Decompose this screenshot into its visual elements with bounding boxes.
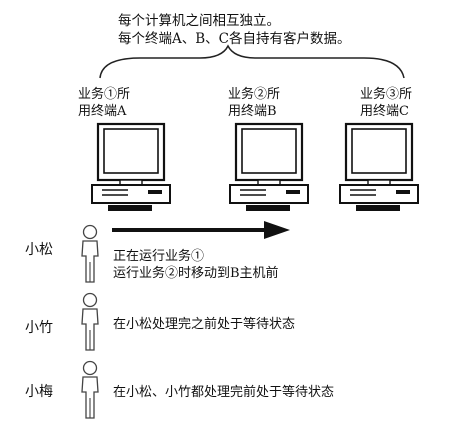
person-icon (81, 224, 99, 283)
move-arrow (112, 221, 290, 239)
terminal-label-line: 用终端C (360, 104, 409, 119)
person-icon (81, 360, 99, 419)
computer-terminal-b (228, 122, 310, 213)
computer-terminal-c (338, 122, 420, 213)
person-status: 在小松处理完之前处于等待状态 (113, 316, 295, 333)
terminal-label-line: 业务①所 (78, 87, 131, 102)
person-name: 小梅 (25, 384, 53, 400)
terminal-label-line: 业务②所 (228, 87, 281, 102)
status-line: 运行业务②时移动到B主机前 (113, 266, 279, 281)
person-status: 在小松、小竹都处理完前处于等待状态 (113, 384, 334, 401)
person-name: 小竹 (25, 320, 53, 336)
terminal-label-line: 用终端B (228, 104, 277, 119)
terminal-label-line: 业务③所 (360, 87, 413, 102)
caption-line-1: 每个计算机之间相互独立。 (118, 13, 280, 29)
computer-terminal-a (90, 122, 172, 213)
person-icon (81, 292, 99, 351)
terminal-label-a: 业务①所 用终端A (78, 86, 130, 120)
terminal-label-line: 用终端A (78, 104, 127, 119)
terminal-label-b: 业务②所 用终端B (228, 86, 280, 120)
person-status: 正在运行业务① 运行业务②时移动到B主机前 (113, 248, 279, 282)
terminal-label-c: 业务③所 用终端C (360, 86, 412, 120)
person-name: 小松 (25, 242, 53, 258)
caption-line-2: 每个终端A、B、C各自持有客户数据。 (118, 31, 351, 47)
status-line: 在小松、小竹都处理完前处于等待状态 (113, 385, 335, 400)
status-line: 正在运行业务① (113, 249, 205, 264)
caption: 每个计算机之间相互独立。 每个终端A、B、C各自持有客户数据。 (118, 12, 351, 48)
top-bracket (99, 44, 405, 79)
status-line: 在小松处理完之前处于等待状态 (113, 317, 296, 332)
